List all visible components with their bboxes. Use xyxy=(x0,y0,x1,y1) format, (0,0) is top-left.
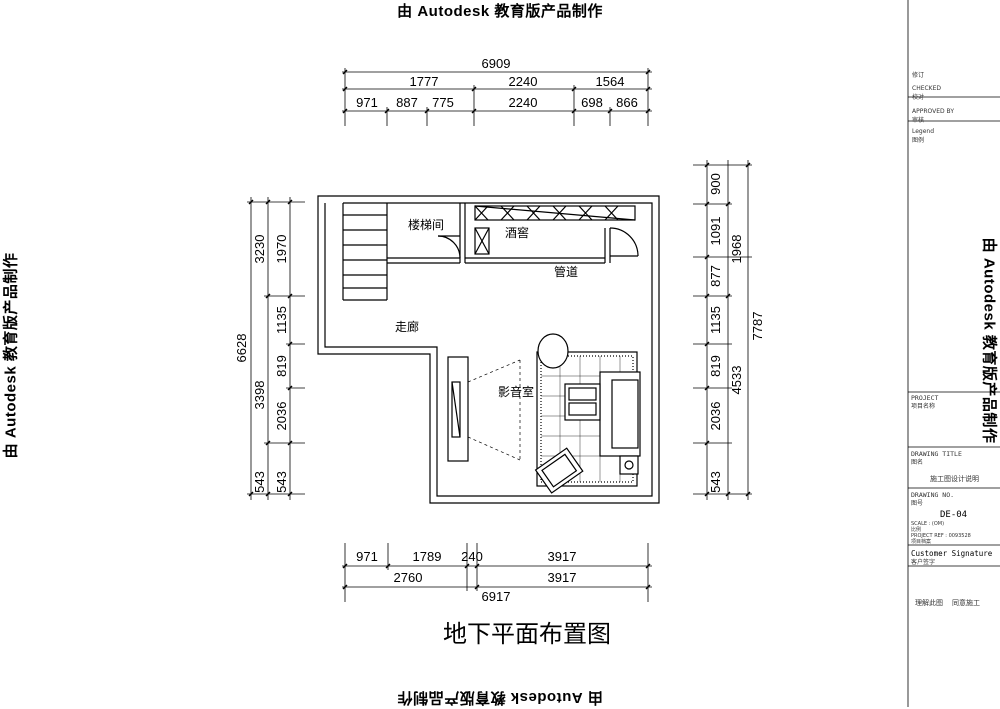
dim-left-r2-b: 1135 xyxy=(274,306,289,334)
tb-project-cn: 项目名称 xyxy=(911,402,935,410)
tb-confirm-agree: 同意施工 xyxy=(952,598,980,607)
dim-right-r2-c: 877 xyxy=(708,265,723,287)
dim-bot-r1-c: 240 xyxy=(461,549,483,564)
tb-project-ref-cn: 项目档案 xyxy=(911,538,931,545)
dim-left-r2-e: 543 xyxy=(274,471,289,493)
dim-bot-r1-d: 3917 xyxy=(548,549,577,564)
dim-left-r2-c: 819 xyxy=(274,355,289,377)
tb-approved-cn: 审核 xyxy=(912,116,924,124)
dim-bot-r2-a: 2760 xyxy=(394,570,423,585)
dim-right-r1-b: 4533 xyxy=(729,366,744,395)
tb-legend-cn: 图例 xyxy=(912,136,924,144)
dim-left-r1-b: 3398 xyxy=(252,381,267,410)
dim-left-r1-a: 3230 xyxy=(252,235,267,264)
tb-drawing-title-cn: 图名 xyxy=(911,458,923,466)
tb-drawing-title-value: 施工图设计说明 xyxy=(930,474,979,483)
dim-bot-r2-b: 3917 xyxy=(548,570,577,585)
room-label-corridor: 走廊 xyxy=(395,319,419,334)
room-label-wine: 酒窖 xyxy=(505,225,529,240)
tb-project: PROJECT xyxy=(911,394,938,402)
dim-left-r1-c: 543 xyxy=(252,471,267,493)
tb-checked-cn: 校对 xyxy=(912,93,924,101)
dim-left-r2-a: 1970 xyxy=(274,235,289,264)
dim-top-r2-d: 2240 xyxy=(509,95,538,110)
dim-top-r2-f: 866 xyxy=(616,95,638,110)
dim-right-r2-e: 819 xyxy=(708,355,723,377)
dim-right-r1-a: 1968 xyxy=(729,235,744,264)
tb-confirm-understand: 理解此图 xyxy=(915,598,943,607)
room-label-theater: 影音室 xyxy=(498,384,534,399)
dim-right-r2-d: 1135 xyxy=(708,306,723,334)
tb-approved: APPROVED BY xyxy=(912,108,954,115)
plan-walls xyxy=(318,196,659,503)
dim-right-r2-a: 900 xyxy=(708,173,723,195)
tb-customer-cn: 客户签字 xyxy=(911,558,935,566)
room-label-stair: 楼梯间 xyxy=(408,217,444,232)
tb-checked: CHECKED xyxy=(912,85,941,92)
tb-scale-cn: 比例 xyxy=(911,526,921,533)
dim-top-r1-c: 1564 xyxy=(596,74,625,89)
dim-right-total: 7787 xyxy=(750,312,765,341)
dim-bot-total: 6917 xyxy=(482,589,511,604)
tb-revision: 修订 xyxy=(912,71,924,79)
dim-top-r2-a: 971 xyxy=(356,95,378,110)
dim-bot-r1-a: 971 xyxy=(356,549,378,564)
dim-top-r1-a: 1777 xyxy=(410,74,439,89)
tb-legend: Legend xyxy=(912,128,934,135)
dim-right-r2-g: 543 xyxy=(708,471,723,493)
dim-top-r2-e: 698 xyxy=(581,95,603,110)
dim-left-total: 6628 xyxy=(234,334,249,363)
drawing-main-title: 地下平面布置图 xyxy=(443,620,611,648)
dim-top-total: 6909 xyxy=(482,56,511,71)
tb-drawing-no: DE-04 xyxy=(940,510,967,520)
dim-top-r2-c: 775 xyxy=(432,95,454,110)
tb-customer-signature: Customer Signature xyxy=(911,549,993,558)
dim-right-r2-b: 1091 xyxy=(708,217,723,246)
tb-drawing-no-cn: 图号 xyxy=(911,500,923,507)
dim-top-r2-b: 887 xyxy=(396,95,418,110)
tb-drawing-no-label: DRAWING NO. xyxy=(911,491,954,499)
tb-drawing-title-label: DRAWING TITLE xyxy=(911,450,962,458)
dim-bot-r1-b: 1789 xyxy=(413,549,442,564)
dim-left-r2-d: 2036 xyxy=(274,402,289,431)
dim-top-r1-b: 2240 xyxy=(509,74,538,89)
dim-right-r2-f: 2036 xyxy=(708,402,723,431)
room-label-duct: 管道 xyxy=(554,264,578,279)
